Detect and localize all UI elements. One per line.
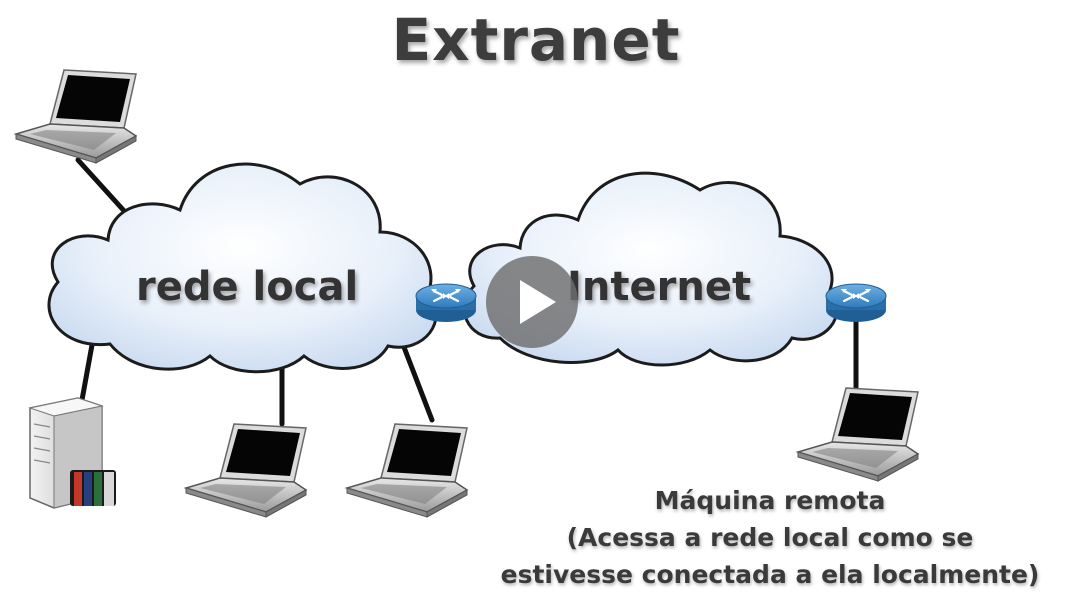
caption-line-3: estivesse conectada a ela localmente) [500,560,1040,589]
play-icon [520,280,556,324]
caption-line-2: (Acessa a rede local como se [566,523,974,552]
laptop-icon [185,423,307,518]
laptop-icon [797,387,919,482]
server-icon [28,397,116,509]
cloud-label-local: rede local [136,264,359,310]
laptop-icon [15,69,137,164]
cloud-local-network [47,162,438,374]
cloud-label-internet: Internet [567,264,752,310]
router-icon [824,282,888,324]
remote-machine-caption: Máquina remota (Acessa a rede local como… [470,482,1070,593]
laptop-icon [346,423,468,518]
play-button[interactable] [486,256,578,348]
router-icon [414,282,478,324]
page-title: Extranet [391,6,681,74]
caption-line-1: Máquina remota [654,486,886,515]
